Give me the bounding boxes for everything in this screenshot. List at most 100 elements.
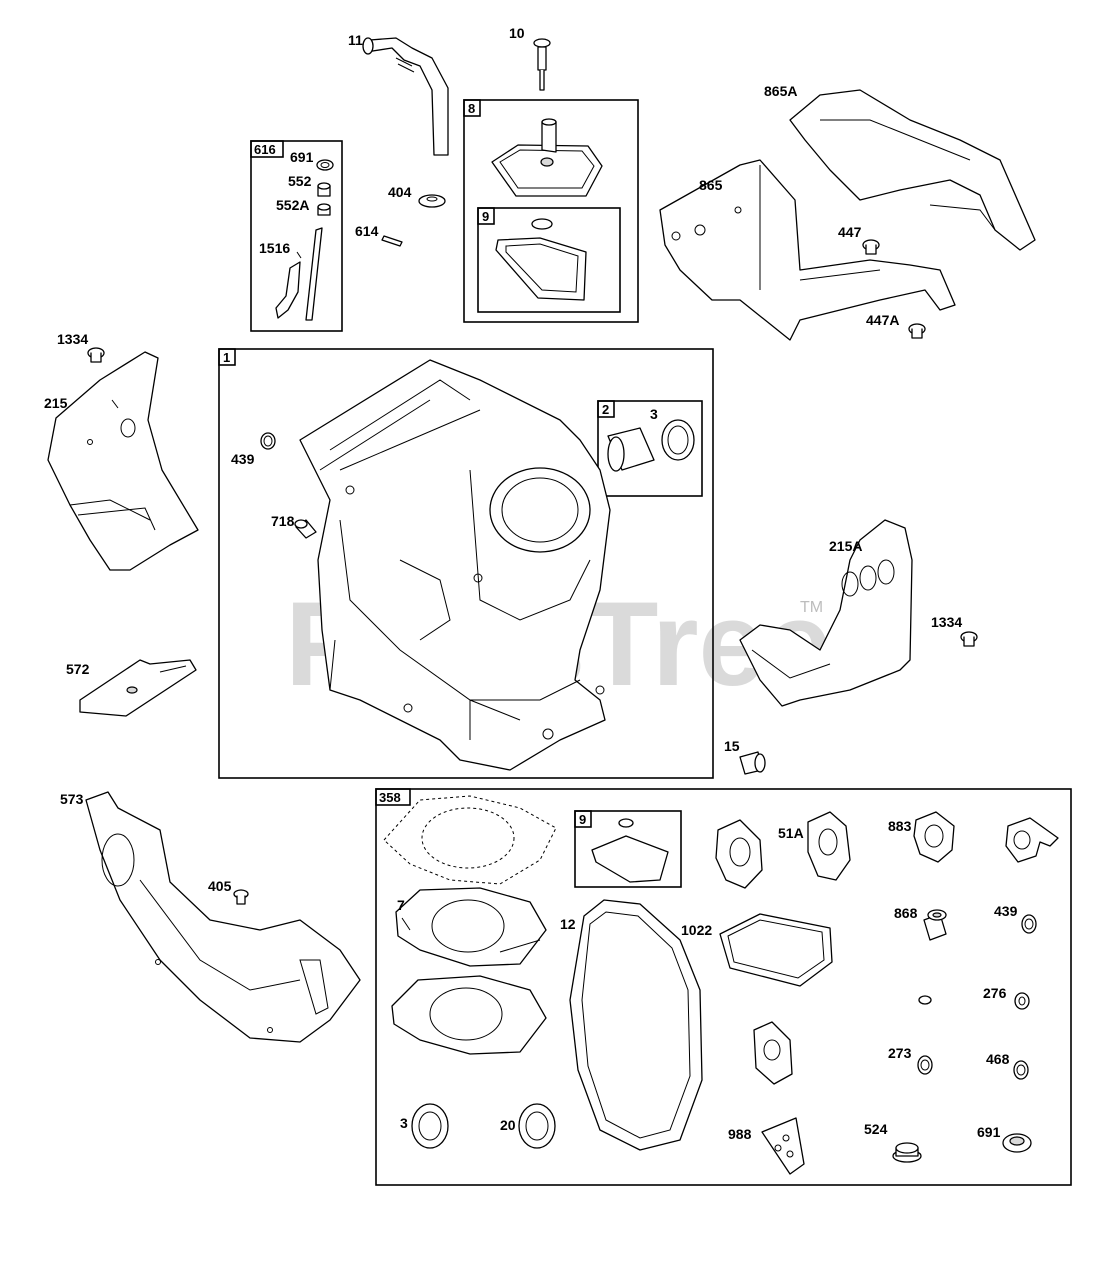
part-head-gasket-bottom-icon: [391, 975, 547, 1055]
callout-439-left: 439: [231, 451, 255, 467]
callout-273: 273: [888, 1045, 912, 1061]
box-358-label: 358: [379, 790, 401, 805]
callout-447a: 447A: [866, 312, 899, 328]
callout-404: 404: [388, 184, 412, 200]
callout-573: 573: [60, 791, 84, 807]
part-572-bracket-icon: [79, 659, 197, 717]
part-616-governor-icon: [275, 159, 334, 321]
part-273-washer-icon: [917, 1055, 933, 1075]
part-9-gasket-icon: [495, 218, 587, 301]
part-691-seal-bottom-icon: [1002, 1133, 1032, 1153]
part-20-seal-icon: [518, 1103, 556, 1149]
callout-439-right: 439: [994, 903, 1018, 919]
callout-868: 868: [894, 905, 918, 921]
part-439-seal-left-icon: [260, 432, 276, 450]
callout-10: 10: [509, 25, 525, 41]
part-883-gasket-icon: [913, 811, 955, 863]
callout-691-bottom: 691: [977, 1124, 1001, 1140]
watermark-tm: TM: [800, 599, 823, 616]
callout-1334-left: 1334: [57, 331, 88, 347]
box-2-label: 2: [602, 402, 609, 417]
part-10-bolt-icon: [533, 38, 551, 91]
callout-51a: 51A: [778, 825, 804, 841]
part-washer-small-icon: [918, 995, 932, 1005]
callout-718: 718: [271, 513, 295, 529]
part-865a-shroud-icon: [789, 89, 1036, 251]
part-405-bolt-icon: [233, 889, 249, 905]
box-1-label: 1: [223, 350, 230, 365]
callout-405: 405: [208, 878, 232, 894]
callout-1022: 1022: [681, 922, 712, 938]
callout-572: 572: [66, 661, 90, 677]
part-1022-gasket-icon: [719, 913, 833, 987]
part-988-plate-icon: [761, 1117, 805, 1175]
part-8-cover-icon: [491, 118, 603, 197]
part-gasket-center-icon: [753, 1021, 793, 1085]
part-573-plate-icon: [85, 791, 361, 1043]
callout-552: 552: [288, 173, 312, 189]
callout-11: 11: [348, 32, 363, 48]
callout-691-top: 691: [290, 149, 314, 165]
part-404-washer-icon: [418, 194, 446, 208]
part-11-hose-icon: [362, 37, 449, 156]
part-12-crankcase-gasket-icon: [569, 899, 703, 1151]
callout-3-bottom: 3: [400, 1115, 408, 1131]
part-215-shield-icon: [47, 351, 199, 571]
callout-865: 865: [699, 177, 723, 193]
callout-1516: 1516: [259, 240, 290, 256]
callout-447: 447: [838, 224, 862, 240]
part-447-bolt-icon: [862, 239, 880, 255]
callout-215: 215: [44, 395, 68, 411]
part-gasket-far-right-icon: [1005, 817, 1059, 863]
callout-7: 7: [397, 897, 405, 913]
box-9-top-label: 9: [482, 209, 489, 224]
part-15-plug-icon: [739, 751, 766, 775]
part-3-seal-top-icon: [661, 419, 695, 461]
callout-524: 524: [864, 1121, 888, 1137]
part-215a-shield-icon: [739, 519, 913, 707]
part-865-shroud-icon: [659, 159, 956, 341]
part-51a-gasket-icon: [807, 811, 851, 881]
box-358: 358: [375, 788, 1072, 1186]
callout-468: 468: [986, 1051, 1010, 1067]
box-616-label: 616: [254, 142, 276, 157]
callout-15: 15: [724, 738, 740, 754]
part-gasket-51-left-icon: [715, 819, 763, 889]
part-7-head-gasket-icon: [395, 887, 547, 967]
box-8-label: 8: [468, 101, 475, 116]
callout-1334-right: 1334: [931, 614, 962, 630]
box-9-top: 9: [477, 207, 621, 313]
part-276-washer-icon: [1014, 992, 1030, 1010]
callout-3-top: 3: [650, 406, 658, 422]
box-8: 8: [463, 99, 639, 323]
part-1334-bolt-right-icon: [960, 631, 978, 647]
part-468-washer-icon: [1013, 1060, 1029, 1080]
callout-552a: 552A: [276, 197, 309, 213]
part-1-engine-block-icon: [299, 359, 611, 771]
callout-215a: 215A: [829, 538, 862, 554]
part-718-dowel-icon: [294, 519, 317, 539]
box-9-bottom: 9: [574, 810, 682, 888]
part-614-pin-icon: [381, 235, 403, 247]
box-616: 616: [250, 140, 343, 332]
callout-276: 276: [983, 985, 1007, 1001]
callout-20: 20: [500, 1117, 516, 1133]
part-439-seal-right-icon: [1021, 914, 1037, 934]
callout-988: 988: [728, 1126, 752, 1142]
part-9-gasket-small-icon: [591, 818, 669, 883]
box-2: 2: [597, 400, 703, 497]
part-1334-bolt-left-icon: [87, 347, 105, 363]
callout-883: 883: [888, 818, 912, 834]
part-head-gasket-top-icon: [383, 795, 557, 885]
callout-614: 614: [355, 223, 379, 239]
box-9-bottom-label: 9: [579, 812, 586, 827]
part-524-cap-icon: [892, 1142, 922, 1163]
box-1: 1: [218, 348, 714, 779]
callout-12: 12: [560, 916, 576, 932]
part-2-bushing-icon: [607, 427, 655, 472]
part-447a-bolt-icon: [908, 323, 926, 339]
callout-865a: 865A: [764, 83, 797, 99]
part-3-seal-bottom-icon: [411, 1103, 449, 1149]
part-868-seal-icon: [923, 909, 947, 941]
